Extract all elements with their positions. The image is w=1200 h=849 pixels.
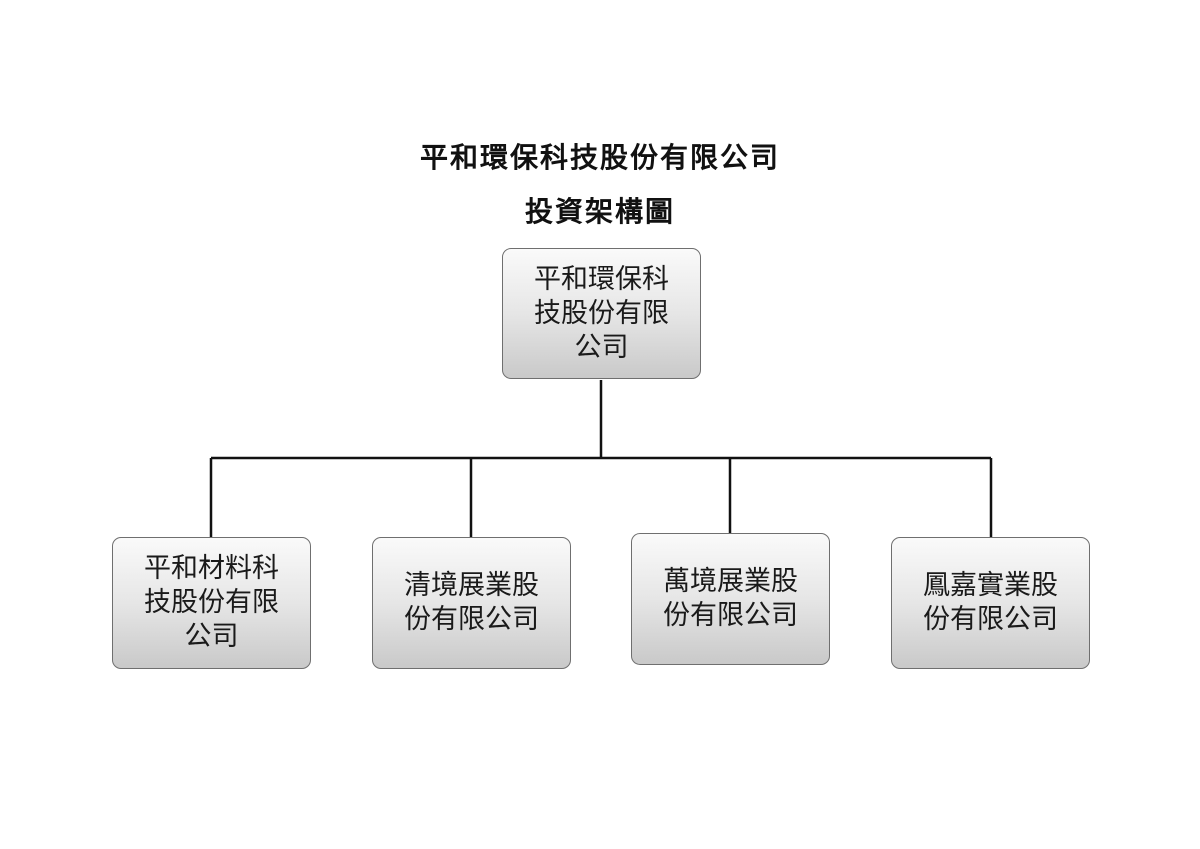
node-subsidiary-4: 鳳嘉實業股份有限公司 xyxy=(891,537,1090,669)
node-label: 清境展業股份有限公司 xyxy=(404,570,539,635)
node-subsidiary-3: 萬境展業股份有限公司 xyxy=(631,533,830,665)
node-label: 平和材料科技股份有限公司 xyxy=(144,553,279,652)
node-subsidiary-1: 平和材料科技股份有限公司 xyxy=(112,537,311,669)
node-label: 萬境展業股份有限公司 xyxy=(663,566,798,631)
node-root-company: 平和環保科技股份有限公司 xyxy=(502,248,701,379)
node-subsidiary-2: 清境展業股份有限公司 xyxy=(372,537,571,669)
page-title: 平和環保科技股份有限公司 xyxy=(419,141,780,174)
node-label: 平和環保科技股份有限公司 xyxy=(534,263,669,363)
node-label: 鳳嘉實業股份有限公司 xyxy=(923,570,1058,635)
page-subtitle: 投資架構圖 xyxy=(524,195,675,228)
